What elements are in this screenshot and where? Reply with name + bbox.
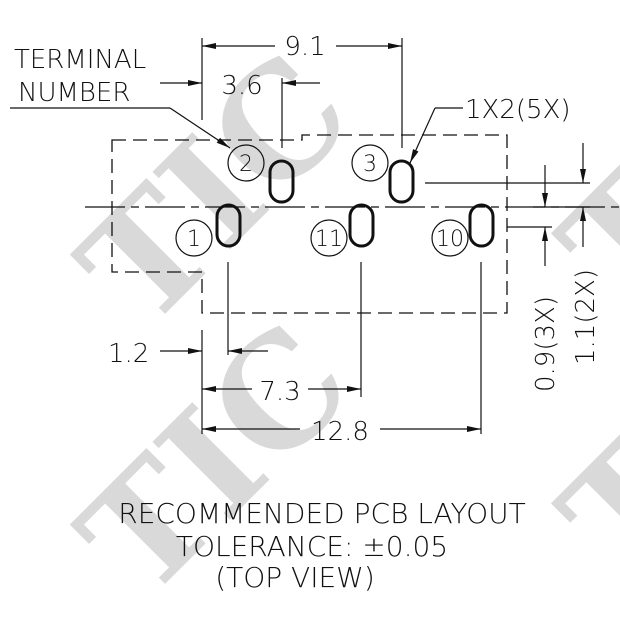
- terminal-1-label: 1: [187, 227, 201, 252]
- dim-1-1: 1.1(2X): [571, 269, 601, 365]
- dim-9-1: 9.1: [284, 32, 325, 62]
- drawing-tolerance: TOLERANCE: ±0.05: [176, 530, 448, 563]
- component-outline: [111, 134, 508, 314]
- pads: [215, 159, 495, 248]
- dim-0-9: 0.9(3X): [531, 296, 561, 392]
- callout-number: NUMBER: [18, 78, 130, 108]
- drawing-view: (TOP VIEW): [215, 561, 375, 594]
- dim-1-2: 1.2: [108, 339, 149, 369]
- pad-1: [215, 203, 242, 248]
- pad-3: [388, 159, 415, 204]
- drawing-title: RECOMMENDED PCB LAYOUT: [118, 497, 526, 530]
- terminal-3-label: 3: [363, 152, 377, 177]
- pad-10: [468, 203, 495, 248]
- dim-7-3: 7.3: [259, 377, 300, 407]
- terminal-2-label: 2: [239, 152, 253, 177]
- dim-12-8: 12.8: [311, 417, 369, 447]
- pad-2: [268, 159, 295, 204]
- terminal-10-label: 10: [436, 227, 464, 252]
- terminal-labels: [175, 144, 469, 257]
- callout-pad-size: 1X2(5X): [465, 95, 571, 125]
- dim-3-6: 3.6: [221, 71, 262, 101]
- callout-terminal: TERMINAL: [14, 45, 146, 75]
- pad-11: [348, 203, 375, 248]
- terminal-11-label: 11: [315, 227, 343, 252]
